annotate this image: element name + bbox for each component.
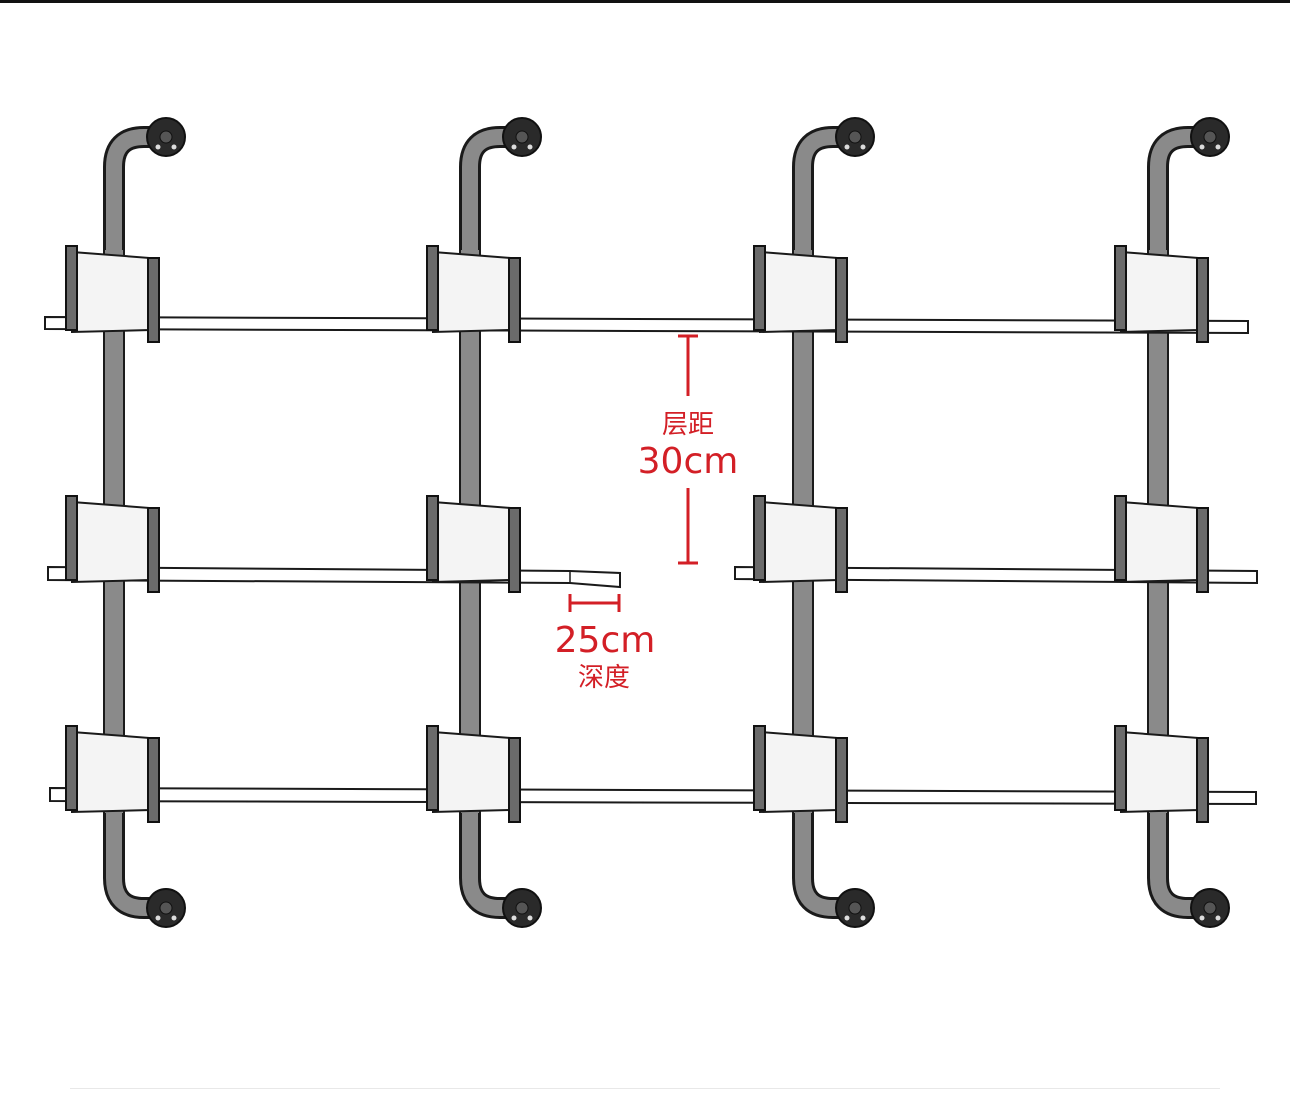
bracket: [1114, 725, 1209, 823]
bracket: [65, 495, 160, 593]
bracket: [753, 725, 848, 823]
bottom-divider: [70, 1088, 1220, 1089]
depth-dimension: [568, 594, 621, 612]
bracket: [753, 245, 848, 343]
top-border: [0, 0, 1290, 3]
spacing-value: 30cm: [638, 441, 739, 482]
bracket: [426, 495, 521, 593]
shelf-board-top: [44, 315, 1249, 335]
shelf-board-bottom: [49, 786, 1257, 806]
bracket: [65, 725, 160, 823]
spacing-dimension: [678, 334, 698, 565]
bracket: [1114, 495, 1209, 593]
spacing-label: 层距: [662, 410, 714, 440]
depth-value: 25cm: [555, 620, 656, 661]
bracket: [426, 725, 521, 823]
bracket: [426, 245, 521, 343]
bracket: [753, 495, 848, 593]
bracket: [1114, 245, 1209, 343]
bracket: [65, 245, 160, 343]
depth-label: 深度: [578, 663, 630, 693]
